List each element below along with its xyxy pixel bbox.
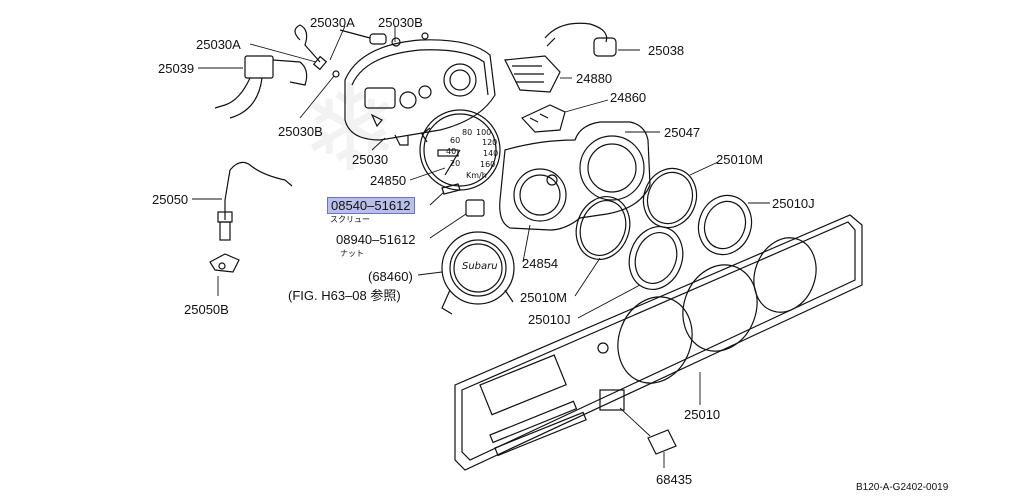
label-25030b-mid[interactable]: 25030B	[278, 124, 323, 139]
label-25010m-lower[interactable]: 25010M	[520, 290, 567, 305]
label-24860[interactable]: 24860	[610, 90, 647, 105]
label-25010j-upper[interactable]: 25010J	[772, 196, 815, 211]
gauge-scale-60: 60	[450, 136, 461, 145]
label-25039[interactable]: 25039	[158, 61, 195, 76]
connectors	[504, 55, 566, 133]
panel-25010	[454, 214, 863, 471]
label-25010j-lower[interactable]: 25010J	[528, 312, 571, 327]
diagram-code: B120-A-G2402-0019	[856, 482, 949, 493]
screw-nut	[441, 183, 485, 217]
cable-25050	[209, 161, 293, 273]
label-25030a-top[interactable]: 25030A	[310, 15, 355, 30]
label-25030b-top[interactable]: 25030B	[378, 15, 423, 30]
label-24880[interactable]: 24880	[576, 71, 613, 86]
plate-24854	[499, 121, 651, 231]
cluster-case-25030	[344, 39, 496, 146]
plug-68435	[647, 429, 677, 455]
gauge-scale-120: 120	[482, 138, 498, 147]
lenses-rings	[575, 167, 753, 290]
socket-25038	[544, 22, 617, 57]
resistor-25039	[214, 55, 308, 119]
gauge-unit-text: Km/h	[466, 171, 487, 180]
gauge-scale-100: 100	[476, 128, 492, 137]
label-25030[interactable]: 25030	[352, 152, 389, 167]
gauge-scale-140: 140	[483, 149, 499, 158]
label-screw-jp: スクリュー	[330, 215, 370, 224]
label-08940-51612[interactable]: 08940–51612	[336, 232, 416, 247]
label-25038[interactable]: 25038	[648, 43, 685, 58]
label-25010m-upper[interactable]: 25010M	[716, 152, 763, 167]
label-68435[interactable]: 68435	[656, 472, 693, 487]
label-25050[interactable]: 25050	[152, 192, 189, 207]
label-24850[interactable]: 24850	[370, 173, 407, 188]
gauge-scale-160: 160	[480, 160, 496, 169]
gauge-scale-80: 80	[462, 128, 473, 137]
label-68460[interactable]: (68460)	[368, 269, 413, 284]
label-25030a-left[interactable]: 25030A	[196, 37, 241, 52]
gauge-scale-20: 20	[450, 159, 461, 168]
label-24854[interactable]: 24854	[522, 256, 559, 271]
label-25047[interactable]: 25047	[664, 125, 701, 140]
label-25010[interactable]: 25010	[684, 407, 721, 422]
label-08540-51612-highlighted[interactable]: 08540–51612	[327, 197, 415, 214]
leader-lines	[192, 25, 770, 468]
label-25050b[interactable]: 25050B	[184, 302, 229, 317]
gauge-brand-text: Subaru	[462, 261, 498, 272]
bulbs	[294, 24, 429, 78]
label-nut-jp: ナット	[340, 249, 364, 258]
label-fig-reference: (FIG. H63–08 参照)	[288, 288, 401, 303]
gauge-68460	[441, 231, 515, 315]
gauge-scale-40: 40	[446, 147, 457, 156]
